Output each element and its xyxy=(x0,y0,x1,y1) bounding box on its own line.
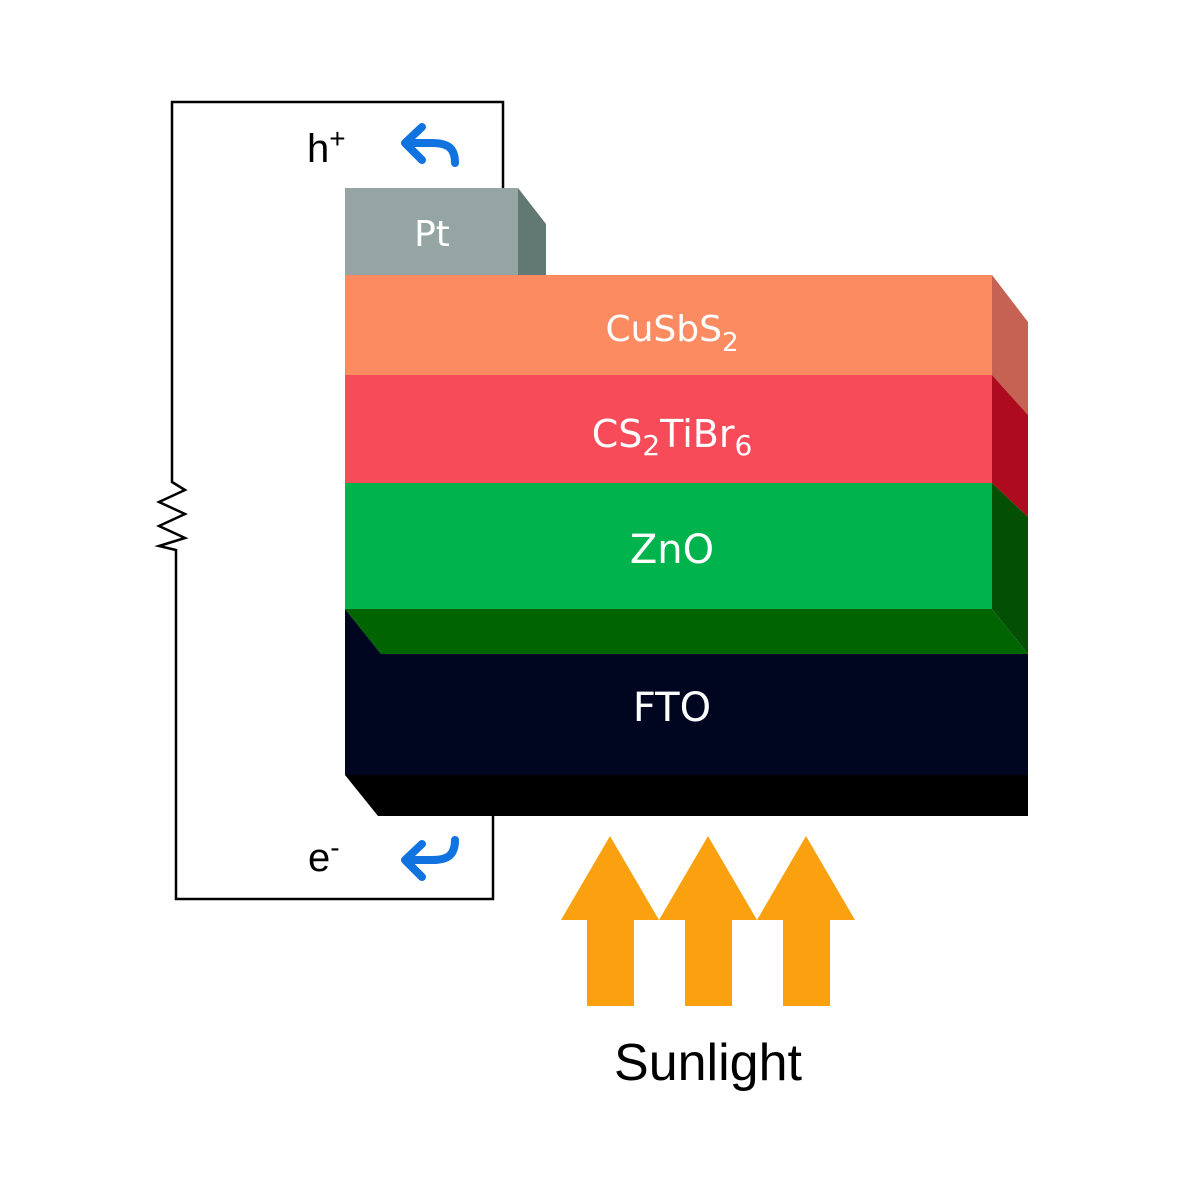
fto-layer-bottom xyxy=(345,775,1028,816)
circuit-wire xyxy=(154,100,505,901)
cusbs2-layer-side xyxy=(992,275,1028,415)
hole-return-arrow-icon xyxy=(401,123,459,167)
electron-return-arrow-icon xyxy=(401,836,459,881)
zno-layer xyxy=(345,483,992,609)
sunlight-arrow-icon xyxy=(757,836,855,1006)
sunlight-label: Sunlight xyxy=(614,1034,802,1092)
electron-label: e- xyxy=(308,832,340,880)
cs2tibr6-layer xyxy=(345,375,992,483)
hole-label: h+ xyxy=(307,123,346,171)
zno-label: ZnO xyxy=(630,527,714,573)
zno-layer-side xyxy=(992,483,1028,654)
cusbs2-layer xyxy=(345,275,992,375)
sunlight-arrow-icon xyxy=(561,836,659,1006)
sunlight-arrow-icon xyxy=(659,836,757,1006)
zno-layer-bottom xyxy=(345,609,1028,654)
pt-layer xyxy=(345,188,518,275)
cs2tibr6-layer-side xyxy=(992,375,1028,517)
fto-layer xyxy=(345,609,1028,775)
pt-label: Pt xyxy=(414,214,450,255)
cs2tibr6-label: CS2TiBr6 xyxy=(592,412,753,462)
cusbs2-label: CuSbS2 xyxy=(605,309,738,358)
fto-label: FTO xyxy=(633,685,711,731)
pt-layer-side xyxy=(518,188,546,275)
